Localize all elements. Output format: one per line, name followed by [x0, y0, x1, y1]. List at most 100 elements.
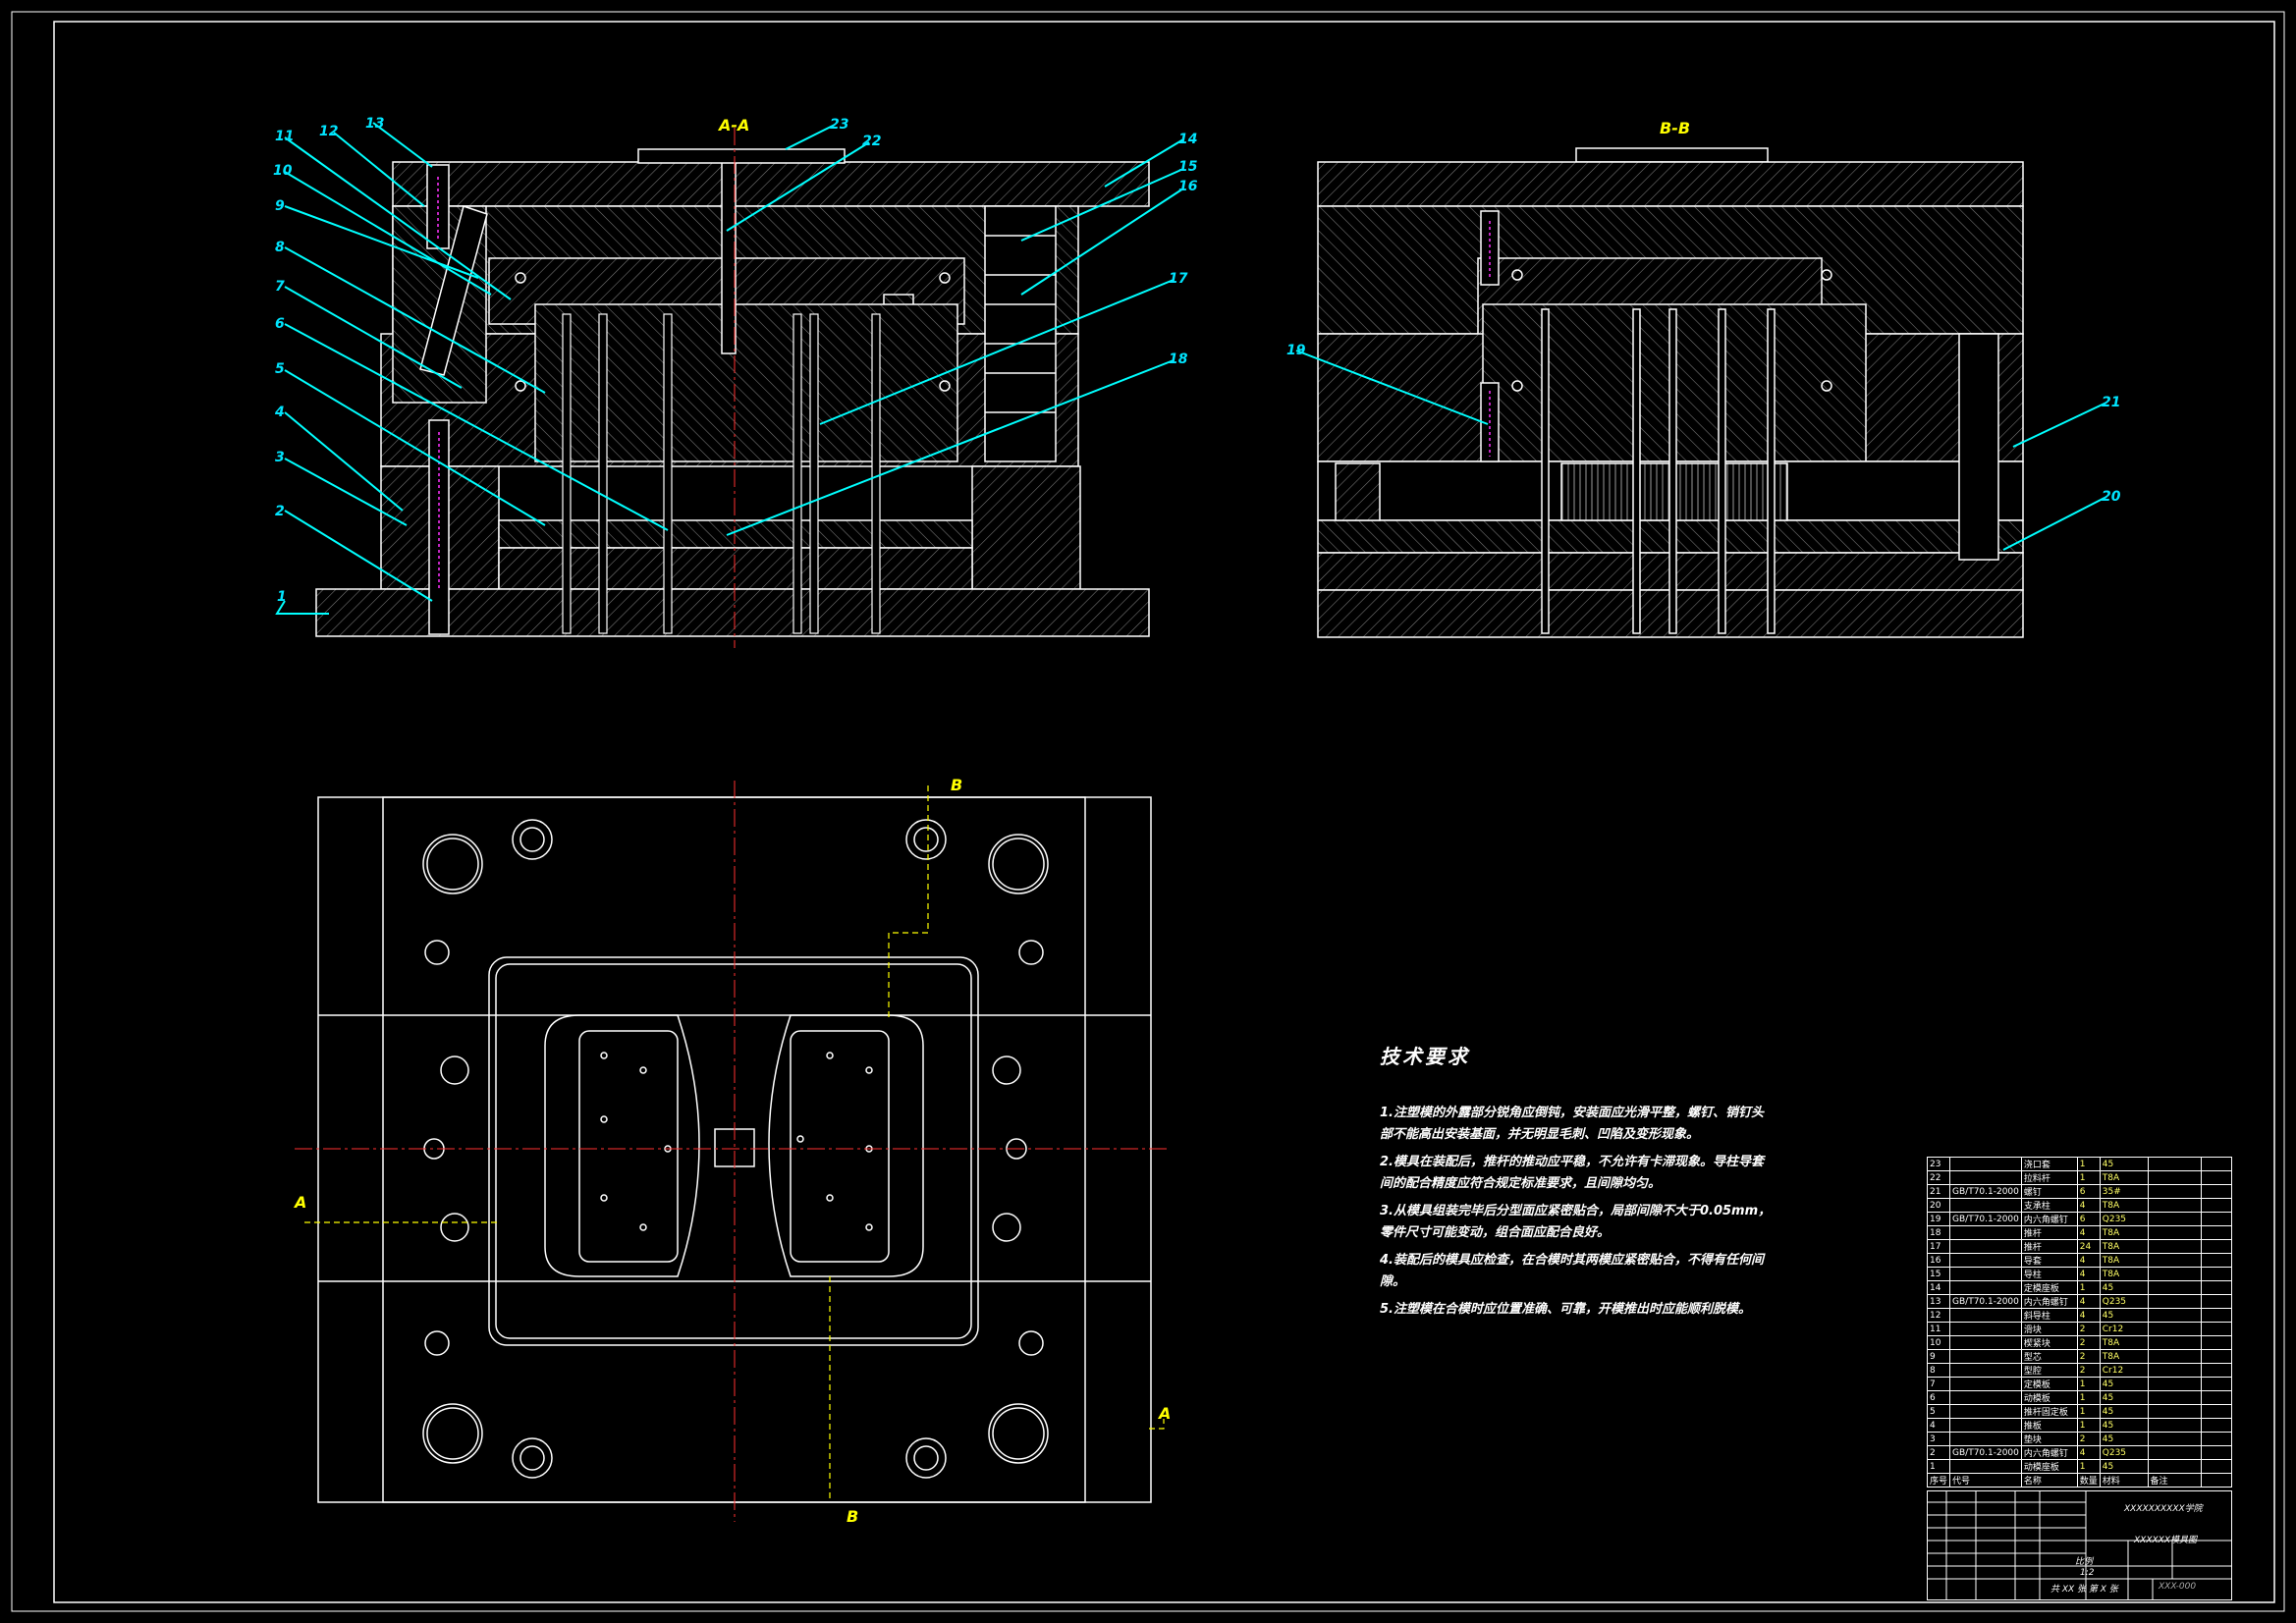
bom-cell: 定模座板	[2020, 1280, 2078, 1295]
bom-cell: T8A	[2099, 1239, 2149, 1254]
guide-pillar-circle	[988, 1403, 1049, 1464]
bom-cell: 4	[2076, 1445, 2101, 1460]
bom-cell	[1949, 1404, 2022, 1419]
cut-line-a	[1149, 1419, 1165, 1430]
part-number-15: 15	[1178, 159, 1198, 175]
section-bb-label: B-B	[1660, 119, 1690, 137]
bom-cell	[1949, 1280, 2022, 1295]
bom-cell	[1949, 1335, 2022, 1350]
part-number-13: 13	[365, 116, 384, 132]
locating-ring	[637, 148, 846, 164]
part-number-20: 20	[2102, 489, 2121, 505]
part-number-1: 1	[277, 589, 287, 605]
bom-cell	[1949, 1170, 2022, 1185]
bom-cell: 22	[1926, 1170, 1951, 1185]
bom-cell: 10	[1926, 1335, 1951, 1350]
bom-cell: 导套	[2020, 1253, 2078, 1268]
cut-line-b	[888, 785, 929, 1021]
bom-cell: 垫块	[2020, 1432, 2078, 1446]
bom-cell	[1949, 1157, 2022, 1171]
plan-cavity-pocket	[488, 956, 979, 1346]
bom-cell	[2201, 1308, 2232, 1323]
bom-cell: 35#	[2099, 1184, 2149, 1199]
part-number-21: 21	[2102, 395, 2120, 410]
bom-cell	[2201, 1239, 2232, 1254]
bom-cell: 1	[2076, 1170, 2101, 1185]
bom-cell	[2201, 1267, 2232, 1281]
bom-cell	[2147, 1198, 2203, 1213]
cooling-hole	[939, 380, 951, 392]
bom-cell: 5	[1926, 1404, 1951, 1419]
bom-cell: 6	[2076, 1184, 2101, 1199]
bom-cell	[2147, 1432, 2203, 1446]
cut-label-b-bottom: B	[847, 1507, 858, 1526]
inner-border	[53, 21, 2275, 1603]
bom-cell	[2147, 1335, 2203, 1350]
tech-item: 1.注塑模的外露部分锐角应倒钝，安装面应光滑平整，螺钉、销钉头部不能高出安装基面…	[1380, 1106, 1764, 1142]
bom-cell	[2201, 1404, 2232, 1419]
bom-cell: 推板	[2020, 1418, 2078, 1433]
bom-cell: 45	[2099, 1459, 2149, 1474]
bom-header-cell: 数量	[2076, 1473, 2101, 1488]
part-number-18: 18	[1169, 352, 1188, 367]
bb-ejector-pins	[1541, 308, 1776, 634]
bom-cell: 45	[2099, 1390, 2149, 1405]
bom-cell: 4	[2076, 1308, 2101, 1323]
bom-cell	[2147, 1212, 2203, 1226]
bom-cell: 13	[1926, 1294, 1951, 1309]
tech-title: 技术要求	[1380, 1045, 1470, 1068]
bom-cell: 14	[1926, 1280, 1951, 1295]
bom-cell	[1949, 1267, 2022, 1281]
bom-cell	[2201, 1377, 2232, 1391]
part-number-17: 17	[1169, 271, 1188, 287]
bom-cell: 45	[2099, 1280, 2149, 1295]
cooling-hole	[515, 272, 526, 284]
bottom-clamp-plate	[315, 588, 1150, 637]
bom-cell	[2147, 1404, 2203, 1419]
ejector-plate	[498, 547, 973, 590]
bb-top-clamp-plate	[1317, 161, 2024, 207]
part-number-8: 8	[275, 240, 285, 255]
bom-cell	[2201, 1459, 2232, 1474]
bom-cell: 4	[2076, 1267, 2101, 1281]
bom-cell	[2147, 1418, 2203, 1433]
bom-cell	[2147, 1322, 2203, 1336]
bom-cell: 2	[2076, 1349, 2101, 1364]
bom-cell: T8A	[2099, 1198, 2149, 1213]
bom-cell: T8A	[2099, 1267, 2149, 1281]
bb-support-pillar	[1958, 333, 1999, 561]
bom-cell: 17	[1926, 1239, 1951, 1254]
bom-cell: 支承柱	[2020, 1198, 2078, 1213]
bom-cell	[2201, 1294, 2232, 1309]
bom-cell: 9	[1926, 1349, 1951, 1364]
bom-cell: 4	[2076, 1294, 2101, 1309]
part-number-7: 7	[275, 279, 285, 295]
bom-cell: 45	[2099, 1418, 2149, 1433]
title-scale-label: 比例	[2075, 1557, 2094, 1567]
bom-cell: 推杆	[2020, 1225, 2078, 1240]
bom-cell: 动模座板	[2020, 1459, 2078, 1474]
cut-label-a-left: A	[293, 1193, 306, 1212]
bom-cell: 螺钉	[2020, 1184, 2078, 1199]
bom-cell: 内六角螺钉	[2020, 1294, 2078, 1309]
bom-cell	[2201, 1363, 2232, 1378]
bom-header-cell: 代号	[1949, 1473, 2022, 1488]
bb-screw-top	[1480, 210, 1500, 286]
part-number-23: 23	[830, 117, 848, 133]
plan-view	[295, 781, 1169, 1522]
bom-cell	[1949, 1239, 2022, 1254]
bom-cell	[2147, 1349, 2203, 1364]
bom-cell: T8A	[2099, 1335, 2149, 1350]
part-number-12: 12	[319, 124, 338, 139]
bom-cell: T8A	[2099, 1349, 2149, 1364]
title-sheet: 共 XX 张 第 X 张	[2050, 1585, 2118, 1595]
bom-header-row: 序号代号名称数量材料备注	[1926, 1473, 2232, 1488]
tech-item: 5.注塑模在合模时应位置准确、可靠，开模推出时应能顺利脱模。	[1380, 1302, 1751, 1317]
bom-cell: Q235	[2099, 1294, 2149, 1309]
